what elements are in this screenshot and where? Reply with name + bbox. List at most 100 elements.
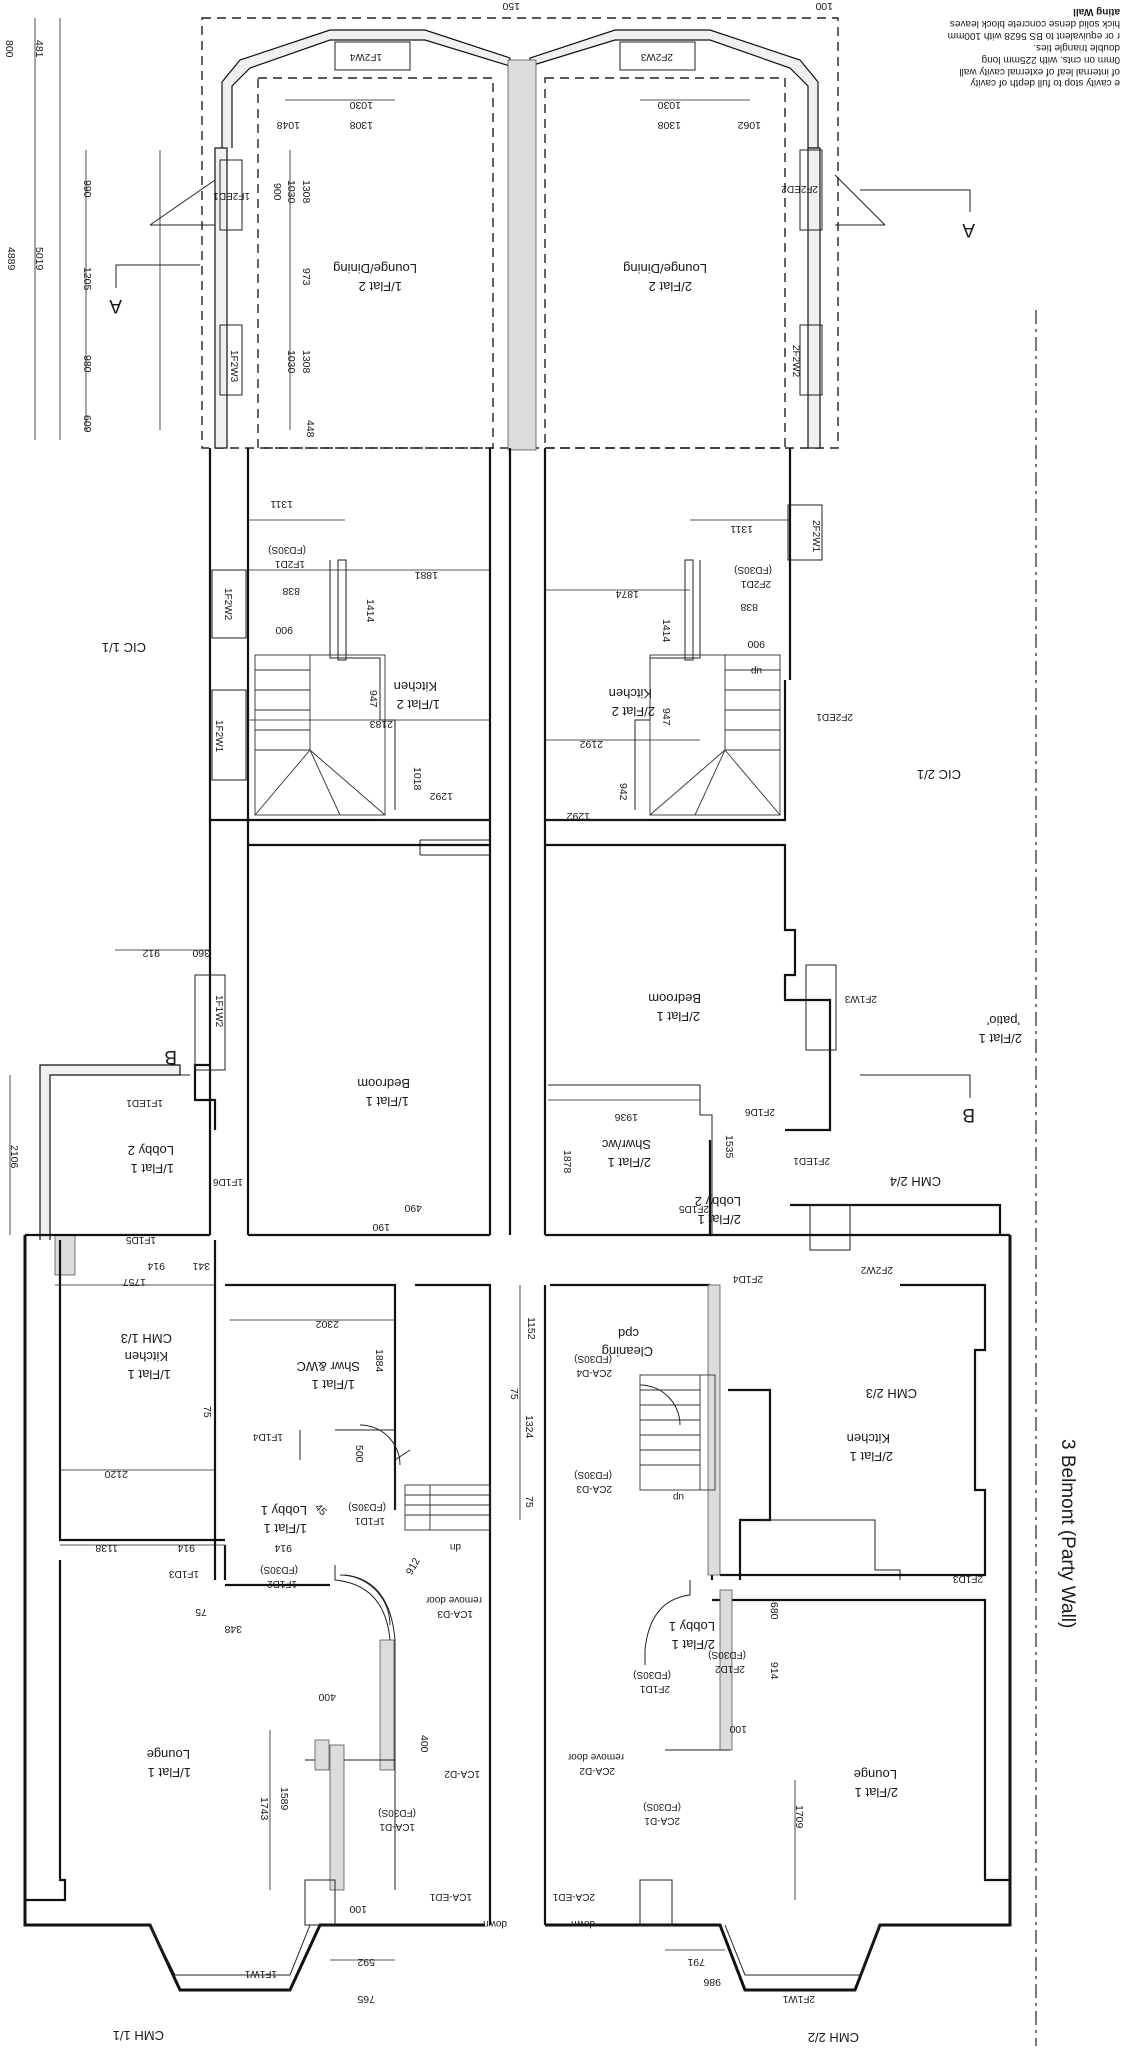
dim-label: 1414 bbox=[364, 599, 376, 623]
window-tag: 1F2W1 bbox=[213, 720, 224, 753]
room-label: Lobby 1 bbox=[669, 1619, 715, 1634]
section-a-marker: A bbox=[109, 295, 122, 316]
stair-left-2f bbox=[254, 654, 386, 816]
room-label: Shwr &WC bbox=[296, 1359, 360, 1374]
door-tag: 2CA-D4 bbox=[576, 1367, 612, 1378]
opening-tags-2f: 1F2W4 2F2W3 1F2ED1 2F2ED2 1F2W3 2F2W2 2F… bbox=[213, 51, 853, 753]
dim-label: 914 bbox=[177, 1542, 195, 1554]
dim-label: 1743 bbox=[258, 1797, 270, 1821]
door-tag: 2F1D3 bbox=[953, 1573, 983, 1584]
note-line: of internal leaf of external cavity wall bbox=[959, 66, 1120, 77]
room-label: 2/Flat 1 bbox=[608, 1155, 651, 1170]
room-labels-1f-mid: 1/Flat 1 Bedroom 2/Flat 1 Bedroom 1/Flat… bbox=[128, 991, 1022, 1227]
dim-label: 5019 bbox=[33, 247, 45, 271]
door-tag: (FD30S) bbox=[734, 564, 772, 575]
dim-label: 838 bbox=[282, 585, 300, 597]
door-tag: 2F2D1 bbox=[741, 578, 771, 589]
door-tag: 1F2D1 bbox=[275, 558, 305, 569]
dim-label: 1936 bbox=[614, 1111, 638, 1123]
window-tag: 2F1W1 bbox=[782, 1993, 815, 2004]
dim-label: 100 bbox=[729, 1723, 747, 1735]
dim-label: 1048 bbox=[276, 119, 300, 131]
room-label: Kitchen bbox=[847, 1431, 890, 1446]
dim-label: 75 bbox=[523, 1496, 535, 1508]
dim-label: 75 bbox=[201, 1406, 213, 1418]
dim-label: 1292 bbox=[429, 790, 453, 802]
dim-label: 45 bbox=[312, 1502, 329, 1519]
cmh-tag: CMH 1/1 bbox=[113, 2028, 164, 2043]
dim-label: 490 bbox=[404, 1202, 422, 1214]
room-label: Lounge/Dining bbox=[333, 261, 417, 276]
dim-labels-vertical: 1308 1030 900 973 1030 1308 448 800 481 … bbox=[3, 40, 316, 438]
door-tag: (FD30S) bbox=[574, 1353, 612, 1364]
door-tag: 2F1D1 bbox=[640, 1683, 670, 1694]
dim-label: 1030 bbox=[657, 99, 681, 111]
dim-label: 75 bbox=[508, 1388, 520, 1400]
door-tag: 1F1D2 bbox=[267, 1578, 297, 1589]
cmh-tag: CMH 2/2 bbox=[808, 2030, 859, 2045]
window-tag: 1F2W3 bbox=[228, 350, 239, 383]
dim-label: 1062 bbox=[737, 119, 761, 131]
dim-label: 765 bbox=[357, 1993, 375, 2005]
door-tag: 2F1D2 bbox=[715, 1663, 745, 1674]
first-floor-bottom-walls bbox=[23, 1233, 1012, 1992]
dim-label: 100 bbox=[815, 0, 833, 12]
dim-label: 1311 bbox=[270, 498, 293, 510]
door-tag: 1CA-D3 bbox=[437, 1608, 473, 1619]
door-tag: 2F1ED1 bbox=[793, 1155, 830, 1166]
first-floor-mid-walls bbox=[39, 820, 1002, 1276]
stair-right-2f bbox=[649, 654, 781, 816]
stair-up-label: up bbox=[750, 665, 762, 676]
dim-labels-lower: 914 341 1757 2302 1884 1152 75 75 1324 7… bbox=[95, 1260, 805, 2005]
room-label: Lounge bbox=[147, 1747, 190, 1762]
room-labels-1f-lower: 1/Flat 1 Kitchen CMH 1/3 1/Flat 1 Shwr &… bbox=[113, 1326, 917, 2045]
note-line: e cavity stop to full depth of cavity bbox=[970, 77, 1120, 88]
dim-label: 1152 bbox=[525, 1317, 537, 1340]
room-label: 'patio' bbox=[987, 1013, 1020, 1028]
dim-label: 912 bbox=[404, 1556, 423, 1577]
room-label: Lobby 2 bbox=[695, 1194, 741, 1209]
dim-label: 190 bbox=[372, 1221, 390, 1233]
room-label: 2/Flat 1 bbox=[657, 1009, 700, 1024]
dim-label: 2183 bbox=[369, 718, 393, 730]
door-tag: 2F1D6 bbox=[745, 1106, 775, 1117]
dim-label: 914 bbox=[147, 1260, 165, 1272]
room-label: 1/Flat 1 bbox=[131, 1161, 174, 1176]
stair-dn-label: dn bbox=[450, 1541, 461, 1552]
dim-label: 150 bbox=[502, 0, 520, 12]
dim-label: 942 bbox=[617, 783, 629, 801]
dim-label: 914 bbox=[768, 1662, 780, 1680]
dim-label: 947 bbox=[660, 708, 672, 726]
window-tag: 2F1W3 bbox=[844, 993, 877, 1004]
dim-label: 1324 bbox=[523, 1415, 535, 1439]
room-label: 1/Flat 1 bbox=[312, 1377, 355, 1392]
dim-label: 791 bbox=[687, 1956, 705, 1968]
dim-label: 1589 bbox=[278, 1787, 290, 1811]
dim-label: 341 bbox=[192, 1260, 210, 1272]
door-tag: (FD30S) bbox=[708, 1649, 746, 1660]
second-floor-lower-walls bbox=[208, 448, 823, 1235]
note-line: hick solid dense concrete block leaves bbox=[950, 18, 1120, 29]
dim-label: 1308 bbox=[349, 119, 373, 131]
dim-label: 914 bbox=[274, 1542, 292, 1554]
dim-label: 481 bbox=[33, 40, 45, 58]
room-label: Kitchen bbox=[394, 679, 437, 694]
door-tag: (FD30S) bbox=[574, 1469, 612, 1480]
dim-label: 2192 bbox=[579, 738, 603, 750]
door-tag: (FD30S) bbox=[633, 1669, 671, 1680]
dim-label: 900 bbox=[275, 624, 293, 636]
dim-label: 100 bbox=[349, 1903, 367, 1915]
door-tag: (FD30S) bbox=[348, 1501, 386, 1512]
room-labels-2f: 1/Flat 2 Lounge/Dining 2/Flat 2 Lounge/D… bbox=[333, 261, 707, 719]
room-label: Lounge/Dining bbox=[623, 261, 707, 276]
section-a-marker: A bbox=[962, 219, 975, 240]
section-b-marker: B bbox=[962, 1104, 975, 1125]
door-tag: remove door bbox=[567, 1751, 624, 1762]
dim-label: 1308 bbox=[657, 119, 681, 131]
dim-label: 360 bbox=[192, 947, 210, 959]
door-tag: (FD30S) bbox=[268, 544, 306, 555]
door-tag: 1F1D6 bbox=[213, 1176, 243, 1187]
cmh-tag: CMH 2/4 bbox=[890, 1174, 941, 1189]
room-label: Kitchen bbox=[125, 1349, 168, 1364]
room-label: Lobby 2 bbox=[128, 1143, 174, 1158]
